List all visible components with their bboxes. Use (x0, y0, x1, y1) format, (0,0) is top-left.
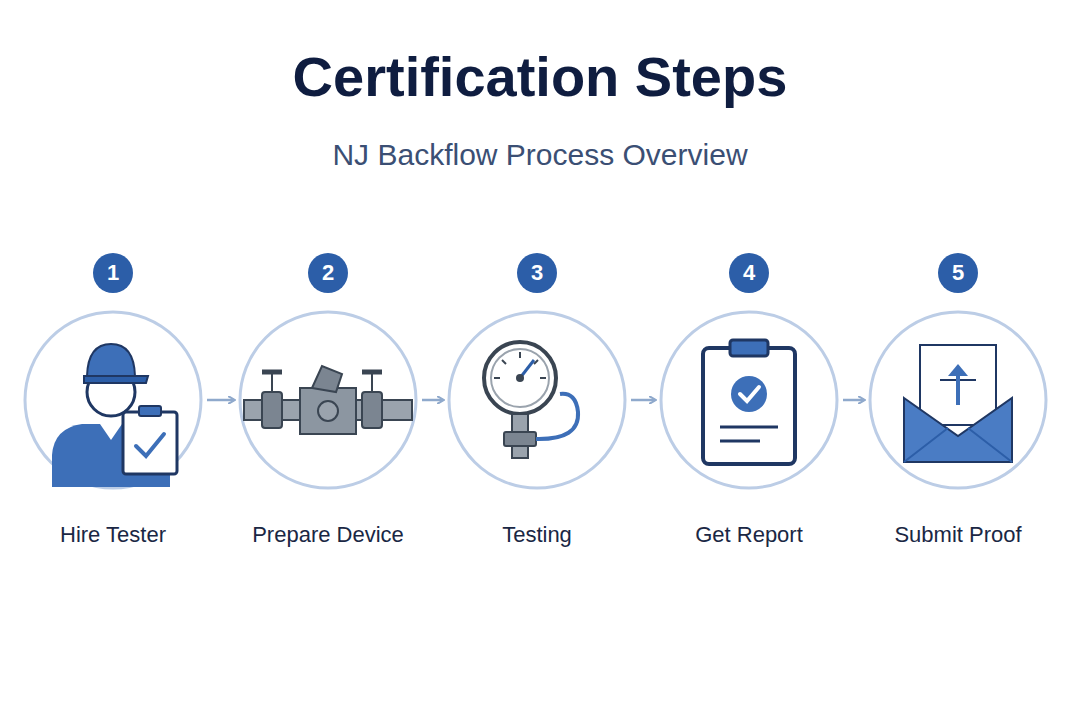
backflow-device-icon (244, 366, 412, 434)
step-label: Prepare Device (238, 522, 418, 548)
step-number: 1 (93, 253, 133, 293)
step-circles (25, 312, 1046, 488)
step-number: 2 (308, 253, 348, 293)
step-node: 2Prepare Device (238, 250, 418, 560)
tester-icon (52, 344, 177, 487)
envelope-icon (904, 345, 1012, 462)
step-arrow (207, 399, 234, 402)
step-label: Hire Tester (23, 522, 203, 548)
step-node: 1Hire Tester (23, 250, 203, 560)
report-clipboard-icon (703, 340, 795, 464)
step-label: Submit Proof (868, 522, 1048, 548)
subtitle-text: NJ Backflow Process Overview (0, 138, 1080, 172)
step-number: 4 (729, 253, 769, 293)
step-arrow (631, 399, 655, 402)
step-label: Get Report (659, 522, 839, 548)
step-node: 3Testing (447, 250, 627, 560)
step-number: 5 (938, 253, 978, 293)
diagram-title: Certification Steps (0, 44, 1080, 109)
step-arrow (422, 399, 443, 402)
step-number: 3 (517, 253, 557, 293)
step-label: Testing (447, 522, 627, 548)
step-node: 4Get Report (659, 250, 839, 560)
step-arrow (843, 399, 864, 402)
step-node: 5Submit Proof (868, 250, 1048, 560)
pressure-gauge-icon (484, 342, 578, 458)
